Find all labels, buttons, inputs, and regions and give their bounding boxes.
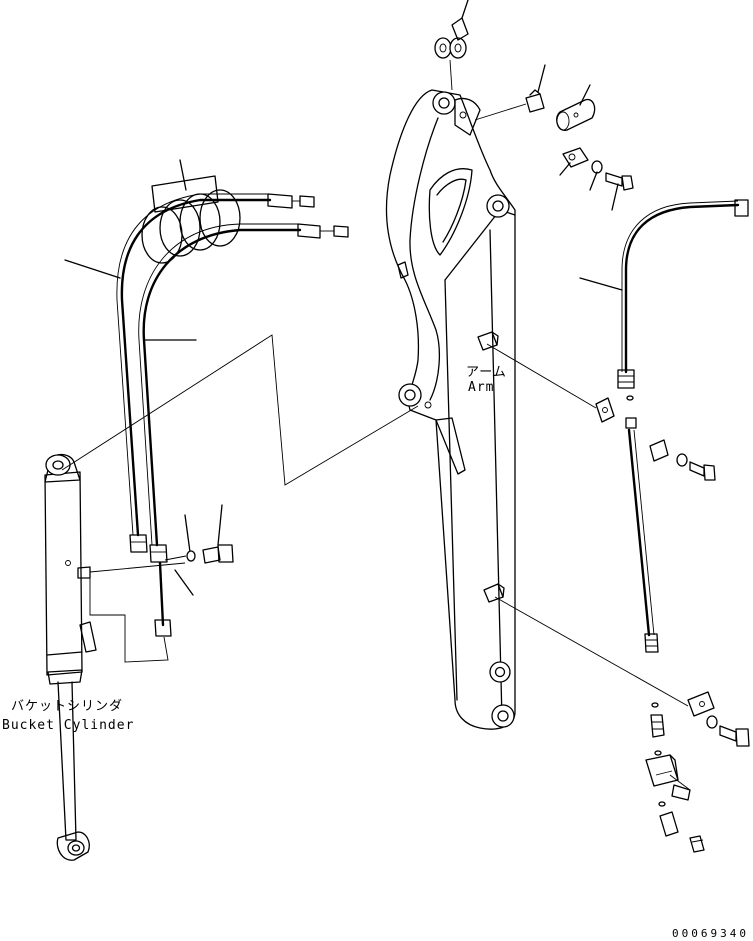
right-fittings <box>646 703 704 852</box>
right-upper-clamp <box>487 344 715 480</box>
pin-bolt <box>606 173 633 210</box>
bucket-cylinder <box>45 455 185 861</box>
pin <box>557 85 595 130</box>
pin-washer <box>590 161 602 190</box>
arm-hose-clip-upper <box>478 332 498 350</box>
bucket-cylinder-label-en: Bucket Cylinder <box>2 718 135 733</box>
arm-label-jp: アーム <box>466 365 507 380</box>
bucket-cylinder-label-jp: バケットシリンダ <box>11 699 124 714</box>
pin-lock-plate <box>560 148 588 175</box>
arm <box>386 90 515 729</box>
left-hose-clamp <box>165 505 233 595</box>
washers-top <box>435 0 468 90</box>
left-hose-inner <box>139 224 348 636</box>
hose-clamp-block <box>152 160 218 212</box>
leader-lines <box>62 335 418 662</box>
grease-fitting-top <box>475 65 545 120</box>
right-lower-clamp <box>495 597 749 746</box>
right-tube <box>626 396 658 652</box>
right-hose <box>580 200 748 388</box>
arm-label-en: Arm <box>468 380 495 395</box>
drawing-code: 00069340 <box>672 927 749 940</box>
arm-hose-clip-lower <box>484 584 504 602</box>
left-hose-outer <box>65 194 314 552</box>
